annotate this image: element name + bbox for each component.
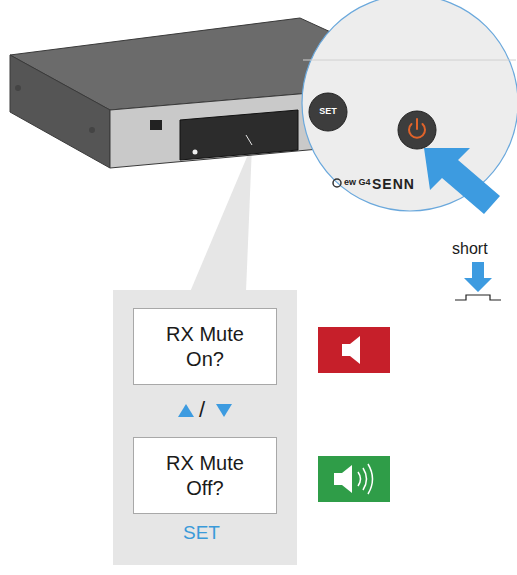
display-box: RX Mute Off? xyxy=(133,437,277,514)
power-button xyxy=(398,111,436,149)
press-duration: short xyxy=(452,241,488,257)
press-arrow xyxy=(424,148,500,214)
panel-edge xyxy=(303,60,516,61)
display-window xyxy=(180,110,298,160)
model-logo: ew G4 xyxy=(344,178,371,187)
muted-icon xyxy=(318,327,390,373)
set-button xyxy=(309,93,347,131)
screw xyxy=(89,127,95,133)
up-triangle xyxy=(178,404,194,417)
sound-waves xyxy=(358,464,373,494)
separator: / xyxy=(199,399,205,421)
screw xyxy=(15,85,21,91)
button-label: SET xyxy=(309,93,347,131)
display-text: RX Mute On? xyxy=(157,322,253,372)
speaker-symbol xyxy=(334,465,352,493)
key-label: SET xyxy=(183,523,220,542)
short-press-pulse xyxy=(455,295,501,300)
zoom-circle xyxy=(302,0,517,211)
display-box: RX Mute On? xyxy=(133,308,277,385)
power-symbol xyxy=(416,119,418,129)
press-down-arrow xyxy=(464,262,492,292)
display-text: RX Mute Off? xyxy=(157,451,253,501)
callout-panel xyxy=(113,290,297,565)
indicator xyxy=(193,150,198,155)
callout-wedge xyxy=(190,145,252,292)
speaker-symbol xyxy=(342,336,360,364)
sound-icon xyxy=(318,456,390,502)
button-label: SET xyxy=(310,106,346,117)
down-triangle xyxy=(216,404,232,417)
brand-logo xyxy=(150,120,162,130)
callout-tip xyxy=(246,135,252,145)
brand-name: SENN xyxy=(372,177,415,191)
device-side xyxy=(10,55,110,168)
ew-logo xyxy=(333,179,341,187)
